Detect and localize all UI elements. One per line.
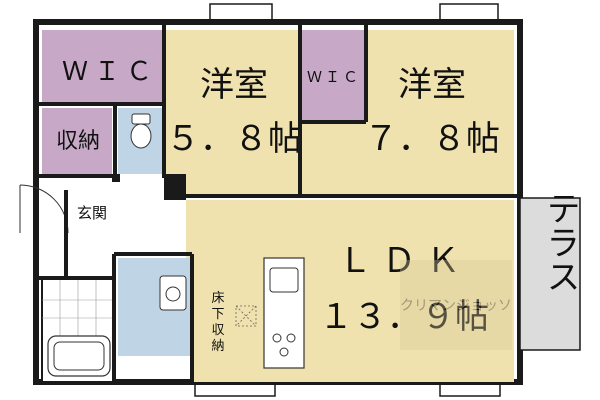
room-storage-label: 収納 <box>56 129 100 154</box>
room-entrance: 玄関 <box>19 184 114 254</box>
room-bedroom-7-8-size: ７．８帖 <box>364 119 500 159</box>
underfloor-label-2: 下 <box>211 307 224 322</box>
underfloor-hatch-icon <box>235 305 257 327</box>
room-wic-left: ＷＩＣ <box>42 30 164 102</box>
room-ldk-size: １３．９帖 <box>319 297 489 337</box>
underfloor-label-4: 納 <box>211 339 224 354</box>
room-entrance-label: 玄関 <box>77 204 107 222</box>
room-bedroom-5-8-label: 洋室 <box>200 65 268 105</box>
room-wic-middle: ＷＩＣ <box>302 30 366 122</box>
underfloor-storage: 床 下 収 納 <box>194 258 260 382</box>
interior-walls <box>36 22 518 382</box>
room-bedroom-5-8: 洋室 ５．８帖 <box>164 30 302 194</box>
stove-icon <box>272 333 296 357</box>
room-wic-middle-label: ＷＩＣ <box>307 68 361 86</box>
room-bathroom <box>41 277 115 383</box>
watermark: クリマンジョッソ <box>400 260 512 350</box>
washbasin-icon <box>159 275 187 311</box>
kitchen-sink-icon <box>269 267 299 293</box>
top-windows <box>194 3 501 397</box>
underfloor-label-3: 収 <box>211 323 224 338</box>
room-bedroom-7-8-label: 洋室 <box>398 65 466 105</box>
terrace-label: テラス <box>540 191 580 293</box>
terrace: テラス <box>519 191 581 351</box>
kitchen-counter <box>263 257 305 369</box>
room-toilet <box>118 108 164 174</box>
room-wic-left-label: ＷＩＣ <box>62 57 158 87</box>
watermark-text: クリマンジョッソ <box>400 298 512 314</box>
underfloor-label-1: 床 <box>211 291 224 306</box>
room-ldk: ＬＤＫ １３．９帖 <box>186 200 514 382</box>
room-storage: 収納 <box>42 108 112 174</box>
toilet-icon <box>130 113 152 149</box>
room-washroom <box>118 258 190 356</box>
room-ldk-label: ＬＤＫ <box>338 241 470 281</box>
bathtub-icon <box>47 335 111 377</box>
structure-columns <box>112 174 186 200</box>
room-bedroom-7-8: 洋室 ７．８帖 <box>302 30 514 194</box>
room-bedroom-5-8-size: ５．８帖 <box>166 119 302 159</box>
tile-grid <box>42 278 114 336</box>
